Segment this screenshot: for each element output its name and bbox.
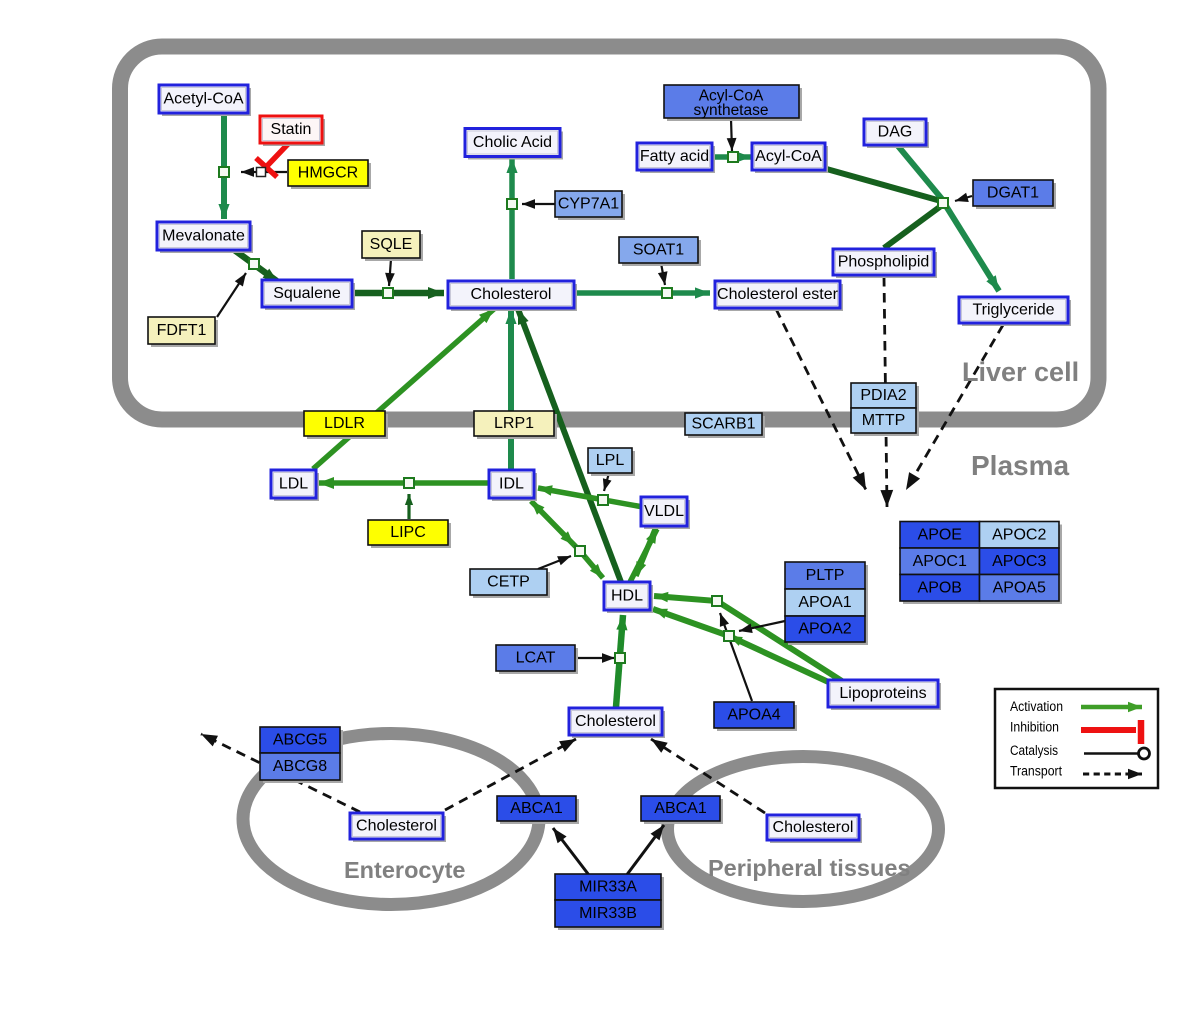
svg-text:Acetyl-CoA: Acetyl-CoA <box>163 91 243 108</box>
svg-text:APOC3: APOC3 <box>992 553 1046 570</box>
svg-text:SCARB1: SCARB1 <box>691 416 755 433</box>
svg-text:VLDL: VLDL <box>644 503 684 520</box>
svg-text:PLTP: PLTP <box>806 567 845 584</box>
svg-text:IDL: IDL <box>499 476 524 493</box>
svg-text:APOA2: APOA2 <box>798 621 851 638</box>
svg-text:ABCA1: ABCA1 <box>510 800 563 817</box>
svg-text:synthetase: synthetase <box>694 102 769 119</box>
svg-text:CETP: CETP <box>487 574 530 591</box>
svg-text:Acyl-CoA: Acyl-CoA <box>699 88 764 105</box>
svg-text:Enterocyte: Enterocyte <box>344 857 465 883</box>
svg-text:APOC1: APOC1 <box>913 553 967 570</box>
svg-text:Inhibition: Inhibition <box>1010 720 1059 735</box>
svg-text:Peripheral tissues: Peripheral tissues <box>708 855 910 881</box>
svg-text:DGAT1: DGAT1 <box>987 185 1039 202</box>
svg-text:Cholesterol: Cholesterol <box>575 713 656 730</box>
svg-text:Cholesterol: Cholesterol <box>773 819 854 836</box>
svg-text:MTTP: MTTP <box>862 412 906 429</box>
svg-text:ABCA1: ABCA1 <box>654 800 707 817</box>
svg-text:Fatty acid: Fatty acid <box>640 148 709 165</box>
svg-text:Acyl-CoA: Acyl-CoA <box>755 148 822 165</box>
svg-text:Plasma: Plasma <box>971 450 1069 481</box>
svg-text:Mevalonate: Mevalonate <box>162 228 245 245</box>
svg-text:Liver cell: Liver cell <box>962 357 1079 387</box>
svg-text:LCAT: LCAT <box>516 650 556 667</box>
svg-text:Cholesterol: Cholesterol <box>356 818 437 835</box>
svg-text:Cholic Acid: Cholic Acid <box>473 134 552 151</box>
svg-text:Phospholipid: Phospholipid <box>838 254 930 271</box>
svg-text:DAG: DAG <box>878 124 913 141</box>
svg-text:APOB: APOB <box>918 579 962 596</box>
svg-text:Lipoproteins: Lipoproteins <box>839 685 926 702</box>
svg-text:APOA5: APOA5 <box>993 579 1046 596</box>
svg-text:HMGCR: HMGCR <box>298 165 358 182</box>
svg-text:Statin: Statin <box>271 121 312 138</box>
svg-text:LPL: LPL <box>596 452 625 469</box>
svg-text:ABCG5: ABCG5 <box>273 732 327 749</box>
svg-text:LDLR: LDLR <box>324 415 365 432</box>
svg-text:Cholesterol ester: Cholesterol ester <box>717 286 839 303</box>
svg-text:ABCG8: ABCG8 <box>273 758 327 775</box>
svg-text:Activation: Activation <box>1010 699 1063 714</box>
svg-text:LIPC: LIPC <box>390 524 426 541</box>
svg-text:Squalene: Squalene <box>273 285 341 302</box>
svg-text:SOAT1: SOAT1 <box>633 242 684 259</box>
svg-text:APOA1: APOA1 <box>798 594 851 611</box>
svg-text:APOA4: APOA4 <box>727 707 780 724</box>
svg-text:FDFT1: FDFT1 <box>157 322 207 339</box>
svg-text:Catalysis: Catalysis <box>1010 743 1058 758</box>
svg-text:Triglyceride: Triglyceride <box>972 302 1054 319</box>
svg-text:LRP1: LRP1 <box>494 415 534 432</box>
svg-text:Cholesterol: Cholesterol <box>471 286 552 303</box>
svg-text:APOC2: APOC2 <box>992 526 1046 543</box>
svg-text:CYP7A1: CYP7A1 <box>558 196 619 213</box>
svg-text:LDL: LDL <box>279 476 308 493</box>
svg-text:Transport: Transport <box>1010 764 1062 779</box>
svg-text:MIR33A: MIR33A <box>579 879 637 896</box>
svg-text:MIR33B: MIR33B <box>579 905 637 922</box>
svg-text:SQLE: SQLE <box>370 236 413 253</box>
svg-text:HDL: HDL <box>611 588 643 605</box>
svg-text:APOE: APOE <box>918 526 962 543</box>
svg-text:PDIA2: PDIA2 <box>860 387 906 404</box>
